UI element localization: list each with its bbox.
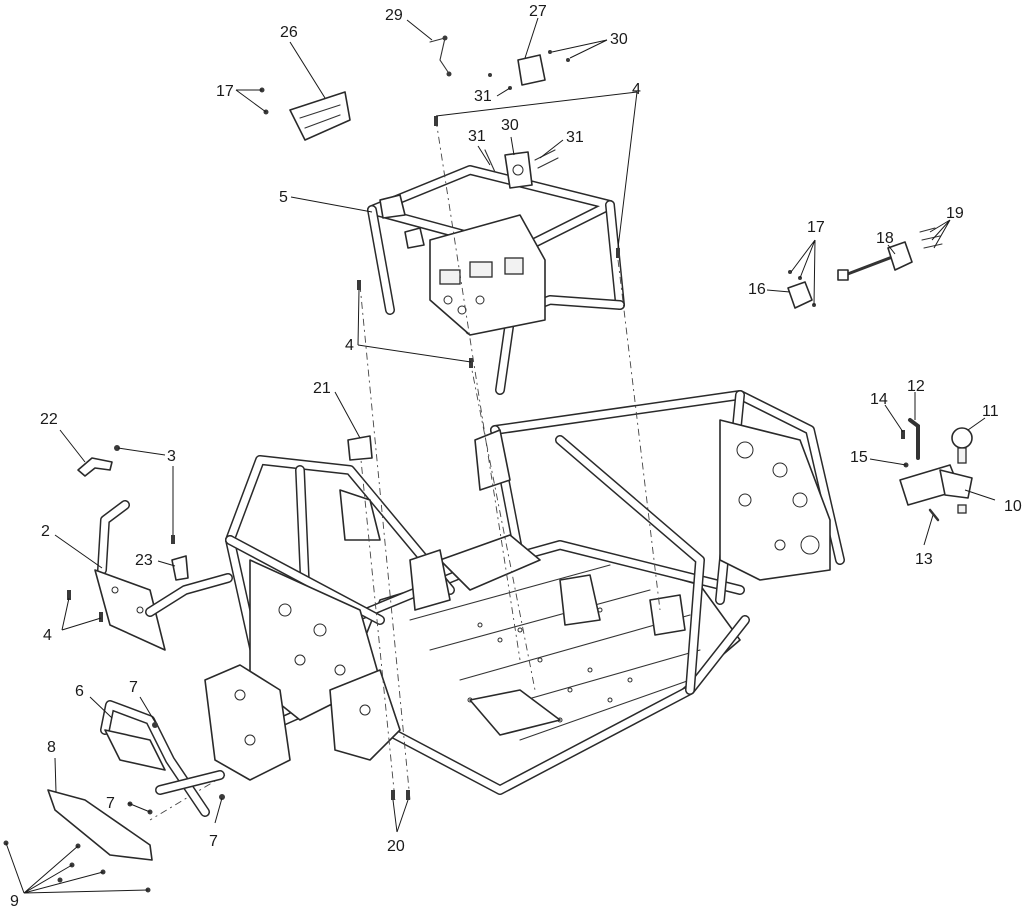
callout-27: 27 [529,3,547,20]
callout-28: 29 [385,7,403,24]
part-10-hitch [899,418,973,522]
callout-5: 5 [279,189,288,206]
part-3-bolts [114,445,175,544]
callout-16: 16 [748,281,766,298]
part-26-bracket [259,87,351,141]
part-16-bracket [787,270,816,309]
callout-8: 8 [47,739,56,756]
callout-4-top: 4 [632,81,641,98]
callout-4-mid: 4 [345,337,354,354]
callout-31-mid: 31 [468,128,486,145]
part-21-bolts [391,790,410,800]
callout-7-top: 7 [129,679,138,696]
callout-labels: 26 17 29 27 30 31 4 31 30 31 5 4 21 17 1… [10,3,1022,910]
callout-26: 26 [280,24,298,41]
callout-10: 10 [1004,498,1022,515]
part-2-bumper [94,500,233,651]
part-23-bracket [171,555,189,581]
callout-20: 21 [313,380,331,397]
callout-13: 13 [915,551,933,568]
callout-4-left: 4 [43,627,52,644]
upper-cage-assembly [367,165,625,395]
part-20-bracket [347,435,373,461]
callout-30-mid: 31 [566,129,584,146]
callout-6: 6 [75,683,84,700]
callout-29: 30 [501,117,519,134]
main-frame [204,390,845,795]
callout-30-top: 30 [610,31,628,48]
callout-17-right: 17 [807,219,825,236]
callout-9: 9 [10,893,19,910]
callout-7-mid: 7 [106,795,115,812]
leader-lines [5,17,996,894]
part-29-plate [484,149,559,189]
part-18-actuator [837,227,943,281]
callout-31-top: 31 [474,88,492,105]
callout-23: 23 [135,552,153,569]
callout-17-top: 17 [216,83,234,100]
callout-22: 22 [40,411,58,428]
callout-19: 19 [946,205,964,222]
part-6-lower-bumper [100,700,225,817]
callout-18: 18 [876,230,894,247]
alignment-lines [149,119,661,821]
callout-14: 14 [870,391,888,408]
part-22-bracket [77,457,113,477]
callout-11: 11 [982,403,999,420]
callout-2: 2 [41,523,50,540]
callout-12: 12 [907,378,925,395]
callout-3: 3 [167,448,176,465]
callout-7-bottom: 7 [209,833,218,850]
part-27-bracket [488,50,570,90]
part-28-cable [429,35,452,77]
callout-21: 20 [387,838,405,855]
part-4-bolts [67,116,620,622]
callout-15: 15 [850,449,868,466]
